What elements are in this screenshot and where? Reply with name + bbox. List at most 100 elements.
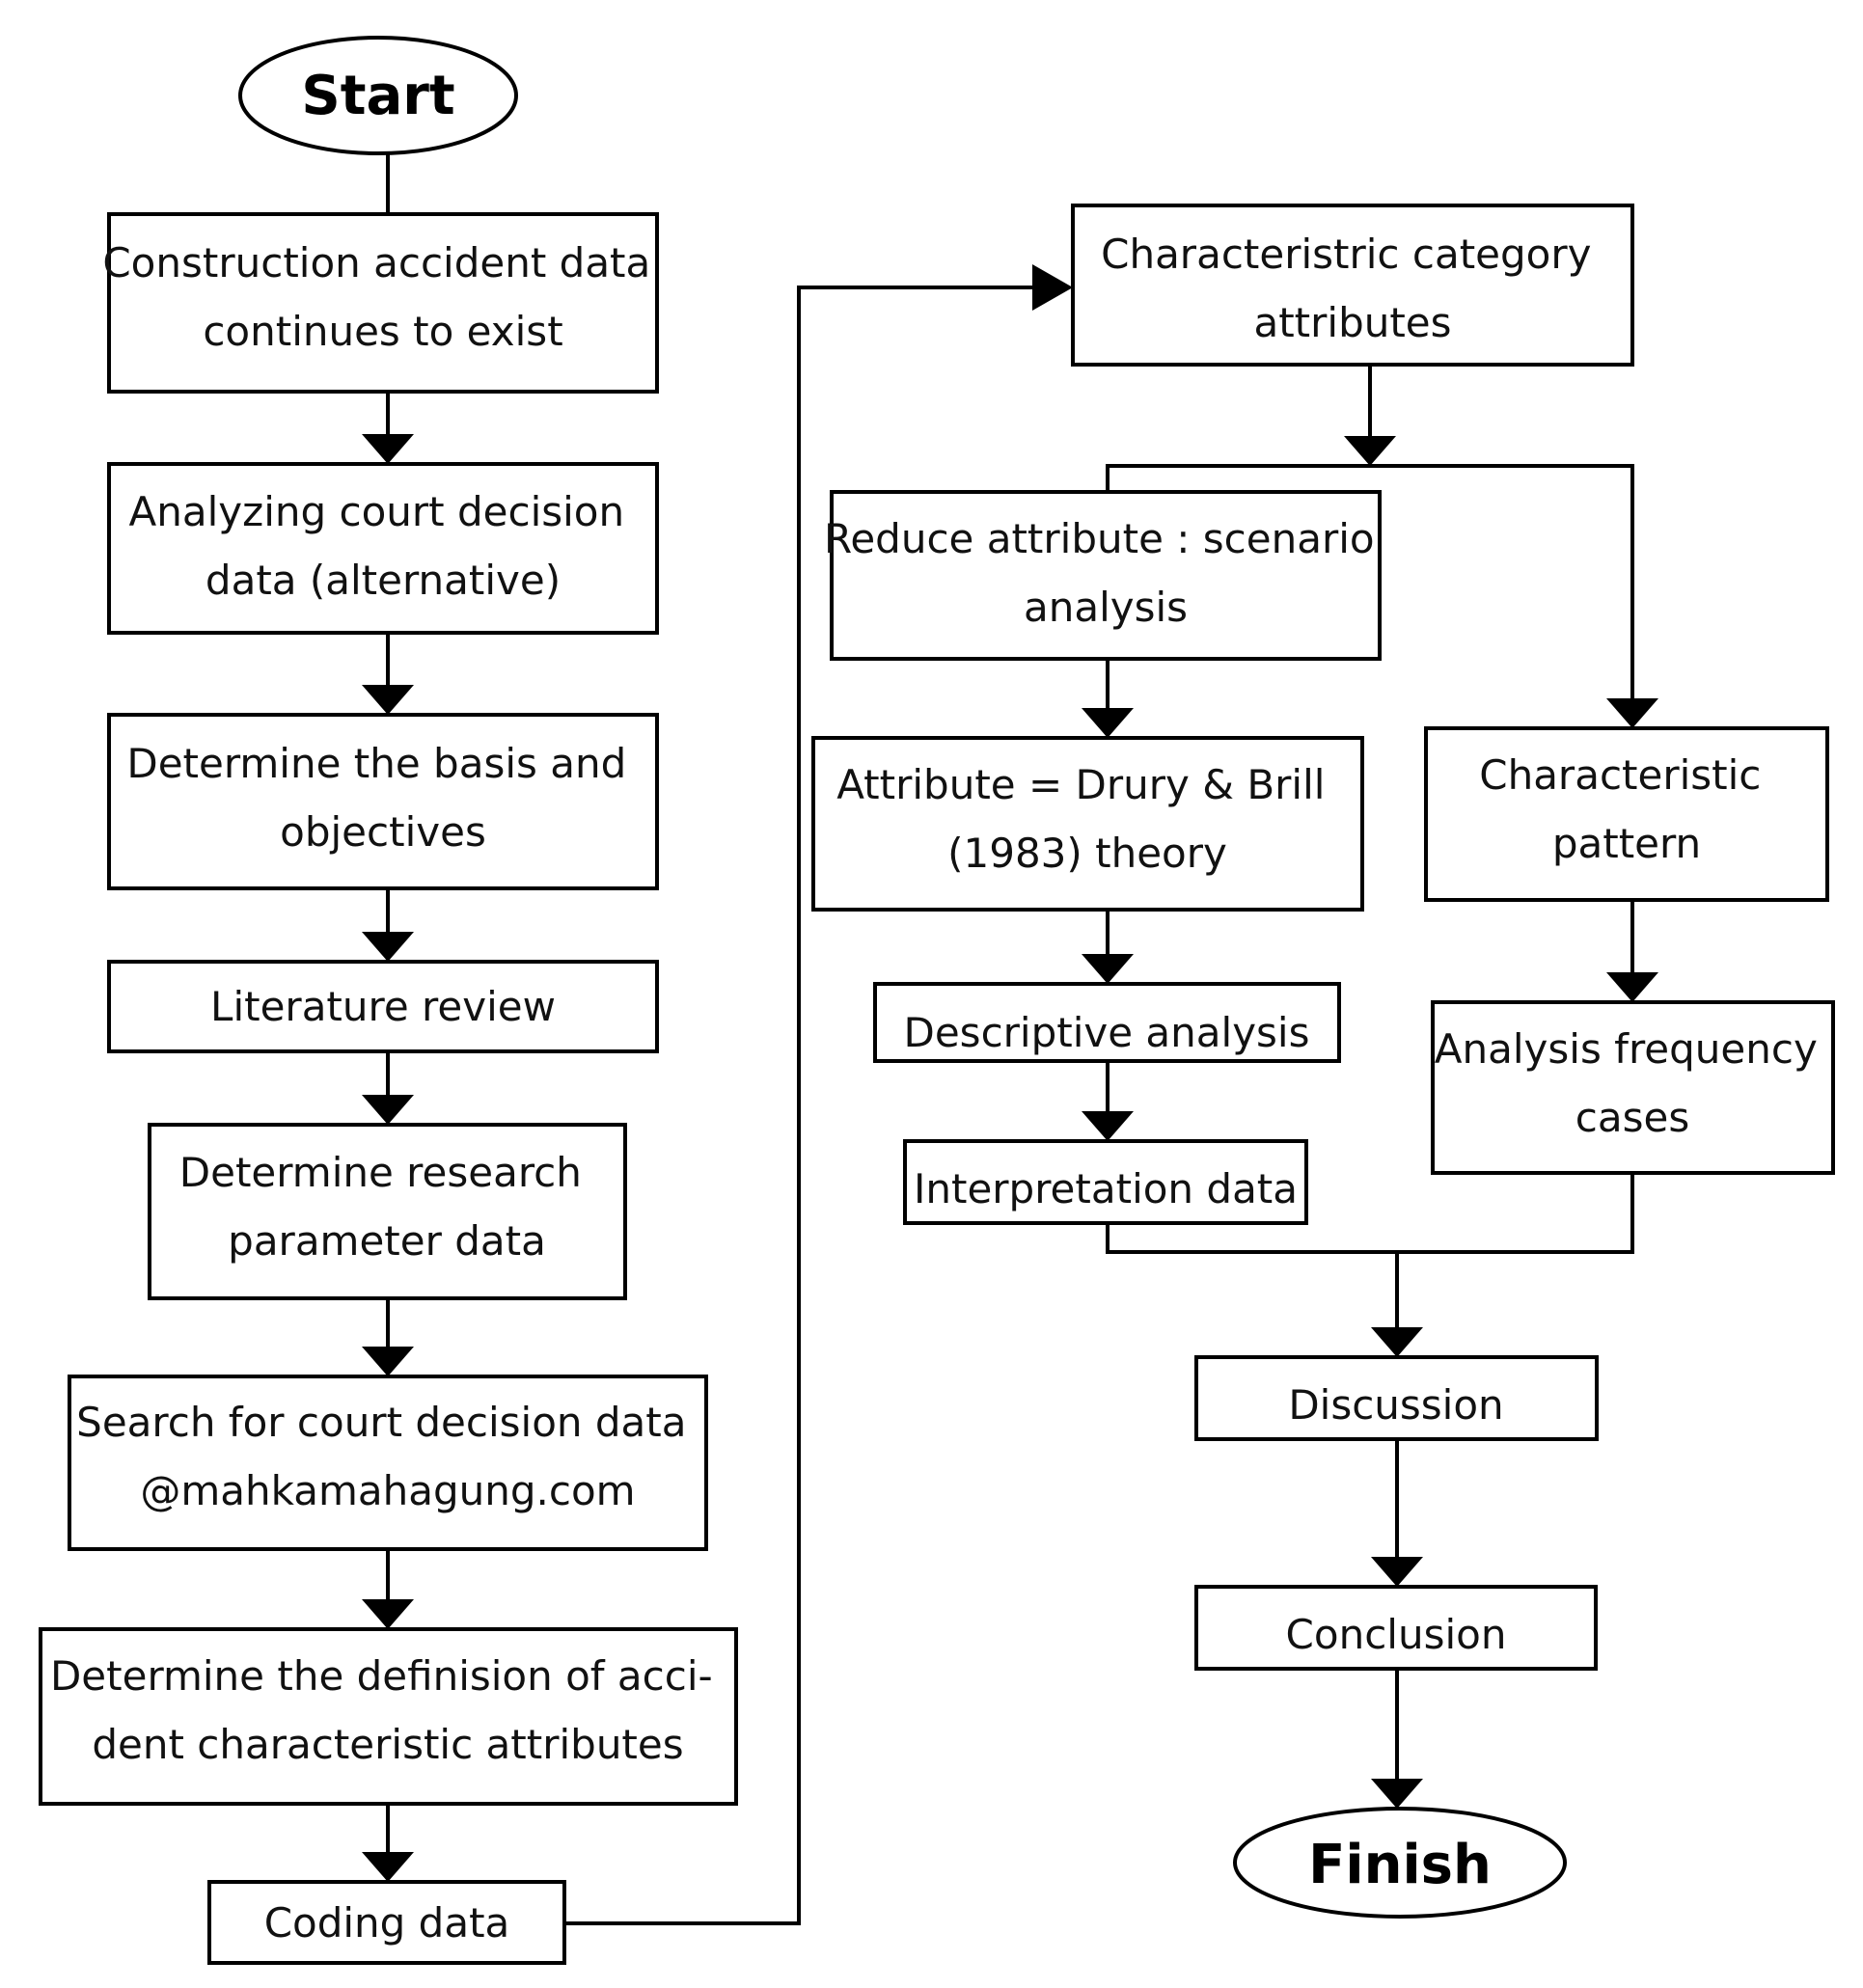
arrowhead: [362, 932, 414, 962]
svg-text:Construction accident data: Construction accident data continues to …: [102, 239, 663, 355]
box-frame: [107, 960, 659, 1053]
arrowhead: [1606, 972, 1658, 1002]
arrowhead: [362, 685, 414, 715]
line: Search for court decision data: [76, 1399, 686, 1446]
research-parameter-box: Determine research parameter data: [148, 1123, 627, 1300]
connectors: [362, 154, 1658, 1925]
arrowhead: [362, 1599, 414, 1629]
arrowhead: [1371, 1327, 1423, 1357]
line: parameter data: [228, 1217, 546, 1265]
line: dent characteristic attributes: [92, 1721, 683, 1768]
line: Reduce attribute : scenario: [824, 515, 1375, 562]
line: @mahkamahagung.com: [140, 1467, 635, 1514]
svg-text:Analysis frequency cases: Analysis frequency cases: [1435, 1025, 1830, 1141]
line: Determine the basis and: [126, 740, 626, 787]
line: Characteristic: [1479, 751, 1761, 799]
analysis-frequency-box: Analysis frequency cases: [1431, 1000, 1835, 1175]
conclusion-box: Conclusion: [1194, 1585, 1598, 1671]
line: Determine research: [179, 1149, 582, 1196]
box-frame: [107, 462, 659, 635]
line: Analysis frequency: [1435, 1025, 1818, 1073]
finish-ellipse: [1233, 1807, 1567, 1919]
svg-text:Interpretation data: Interpretation data: [914, 1165, 1298, 1212]
edge-split-bar: [1106, 464, 1634, 698]
svg-text:Discussion: Discussion: [1288, 1381, 1503, 1429]
arrowhead: [362, 434, 414, 464]
coding-data-box: Coding data: [207, 1880, 566, 1965]
box-frame: [903, 1139, 1308, 1225]
svg-text:Determine the definision of ac: Determine the definision of acci- dent c…: [50, 1652, 726, 1768]
start-ellipse: [238, 36, 518, 155]
arrowhead: [1344, 436, 1396, 466]
svg-text:Determine research param: Determine research parameter data: [179, 1149, 594, 1265]
arrowhead: [1032, 264, 1073, 311]
box-frame: [207, 1880, 566, 1965]
search-court-box: Search for court decision data @mahkamah…: [68, 1375, 708, 1551]
line: pattern: [1552, 820, 1701, 867]
arrowhead: [1082, 708, 1134, 738]
svg-text:Attribute = Drury & Brill: Attribute = Drury & Brill (1983) theory: [836, 761, 1338, 877]
interpretation-data-box: Interpretation data: [903, 1139, 1308, 1225]
box-frame: [1431, 1000, 1835, 1175]
reduce-attribute-box: Reduce attribute : scenario analysis: [824, 490, 1382, 661]
category-attributes-box: Characteristric category attributes: [1071, 204, 1634, 367]
analyzing-court-box: Analyzing court decision data (alternati…: [107, 462, 659, 635]
arrowhead: [1371, 1557, 1423, 1587]
line: Coding data: [264, 1899, 510, 1947]
svg-text:Characteristric category: Characteristric category attributes: [1101, 231, 1604, 346]
start-label: Start: [301, 65, 454, 127]
arrowhead: [362, 1347, 414, 1376]
box-frame: [68, 1375, 708, 1551]
arrowhead: [362, 1095, 414, 1125]
finish-node: Finish: [1233, 1807, 1567, 1919]
line: objectives: [280, 808, 486, 856]
drury-brill-box: Attribute = Drury & Brill (1983) theory: [811, 736, 1364, 912]
finish-label: Finish: [1308, 1834, 1492, 1896]
arrowhead: [1082, 954, 1134, 984]
line: analysis: [1024, 584, 1188, 631]
line: attributes: [1253, 299, 1451, 346]
line: continues to exist: [203, 308, 562, 355]
basis-objectives-box: Determine the basis and objectives: [107, 713, 659, 890]
arrowhead: [1371, 1779, 1423, 1809]
box-frame: [39, 1627, 738, 1806]
edge-merge: [1106, 1173, 1634, 1254]
line: Attribute = Drury & Brill: [836, 761, 1325, 808]
line: data (alternative): [205, 557, 561, 604]
svg-text:Coding data: Coding data: [264, 1899, 510, 1947]
svg-text:Conclusion: Conclusion: [1286, 1611, 1507, 1658]
start-node: Start: [238, 36, 518, 155]
line: cases: [1575, 1094, 1689, 1141]
svg-text:Determine the basis and: Determine the basis and objectives: [126, 740, 639, 856]
svg-text:Descriptive analysis: Descriptive analysis: [904, 1009, 1310, 1056]
svg-text:Literature review: Literature review: [210, 983, 556, 1030]
box-frame: [1424, 726, 1829, 902]
line: Conclusion: [1286, 1611, 1507, 1658]
line: (1983) theory: [947, 830, 1227, 877]
arrowhead: [362, 1852, 414, 1882]
box-frame: [830, 490, 1382, 661]
construction-accident-box: Construction accident data continues to …: [102, 212, 663, 394]
box-frame: [1071, 204, 1634, 367]
line: Determine the definision of acci-: [50, 1652, 713, 1700]
literature-review-box: Literature review: [107, 960, 659, 1053]
definision-box: Determine the definision of acci- dent c…: [39, 1627, 738, 1806]
box-frame: [107, 713, 659, 890]
characteristic-pattern-box: Characteristic pattern: [1424, 726, 1829, 902]
discussion-box: Discussion: [1194, 1355, 1599, 1441]
line: Interpretation data: [914, 1165, 1298, 1212]
edge-coding-to-category: [564, 286, 1032, 1925]
box-frame: [1194, 1585, 1598, 1671]
line: Construction accident data: [102, 239, 650, 286]
arrowhead: [1082, 1111, 1134, 1141]
svg-text:Analyzing court decision: Analyzing court decision data (alternati…: [129, 488, 638, 604]
box-frame: [107, 212, 659, 394]
line: Characteristric category: [1101, 231, 1591, 278]
svg-text:Characteristic pattern: Characteristic pattern: [1479, 751, 1774, 867]
box-frame: [811, 736, 1364, 912]
line: Analyzing court decision: [129, 488, 625, 535]
line: Descriptive analysis: [904, 1009, 1310, 1056]
box-frame: [1194, 1355, 1599, 1441]
descriptive-analysis-box: Descriptive analysis: [873, 982, 1341, 1063]
